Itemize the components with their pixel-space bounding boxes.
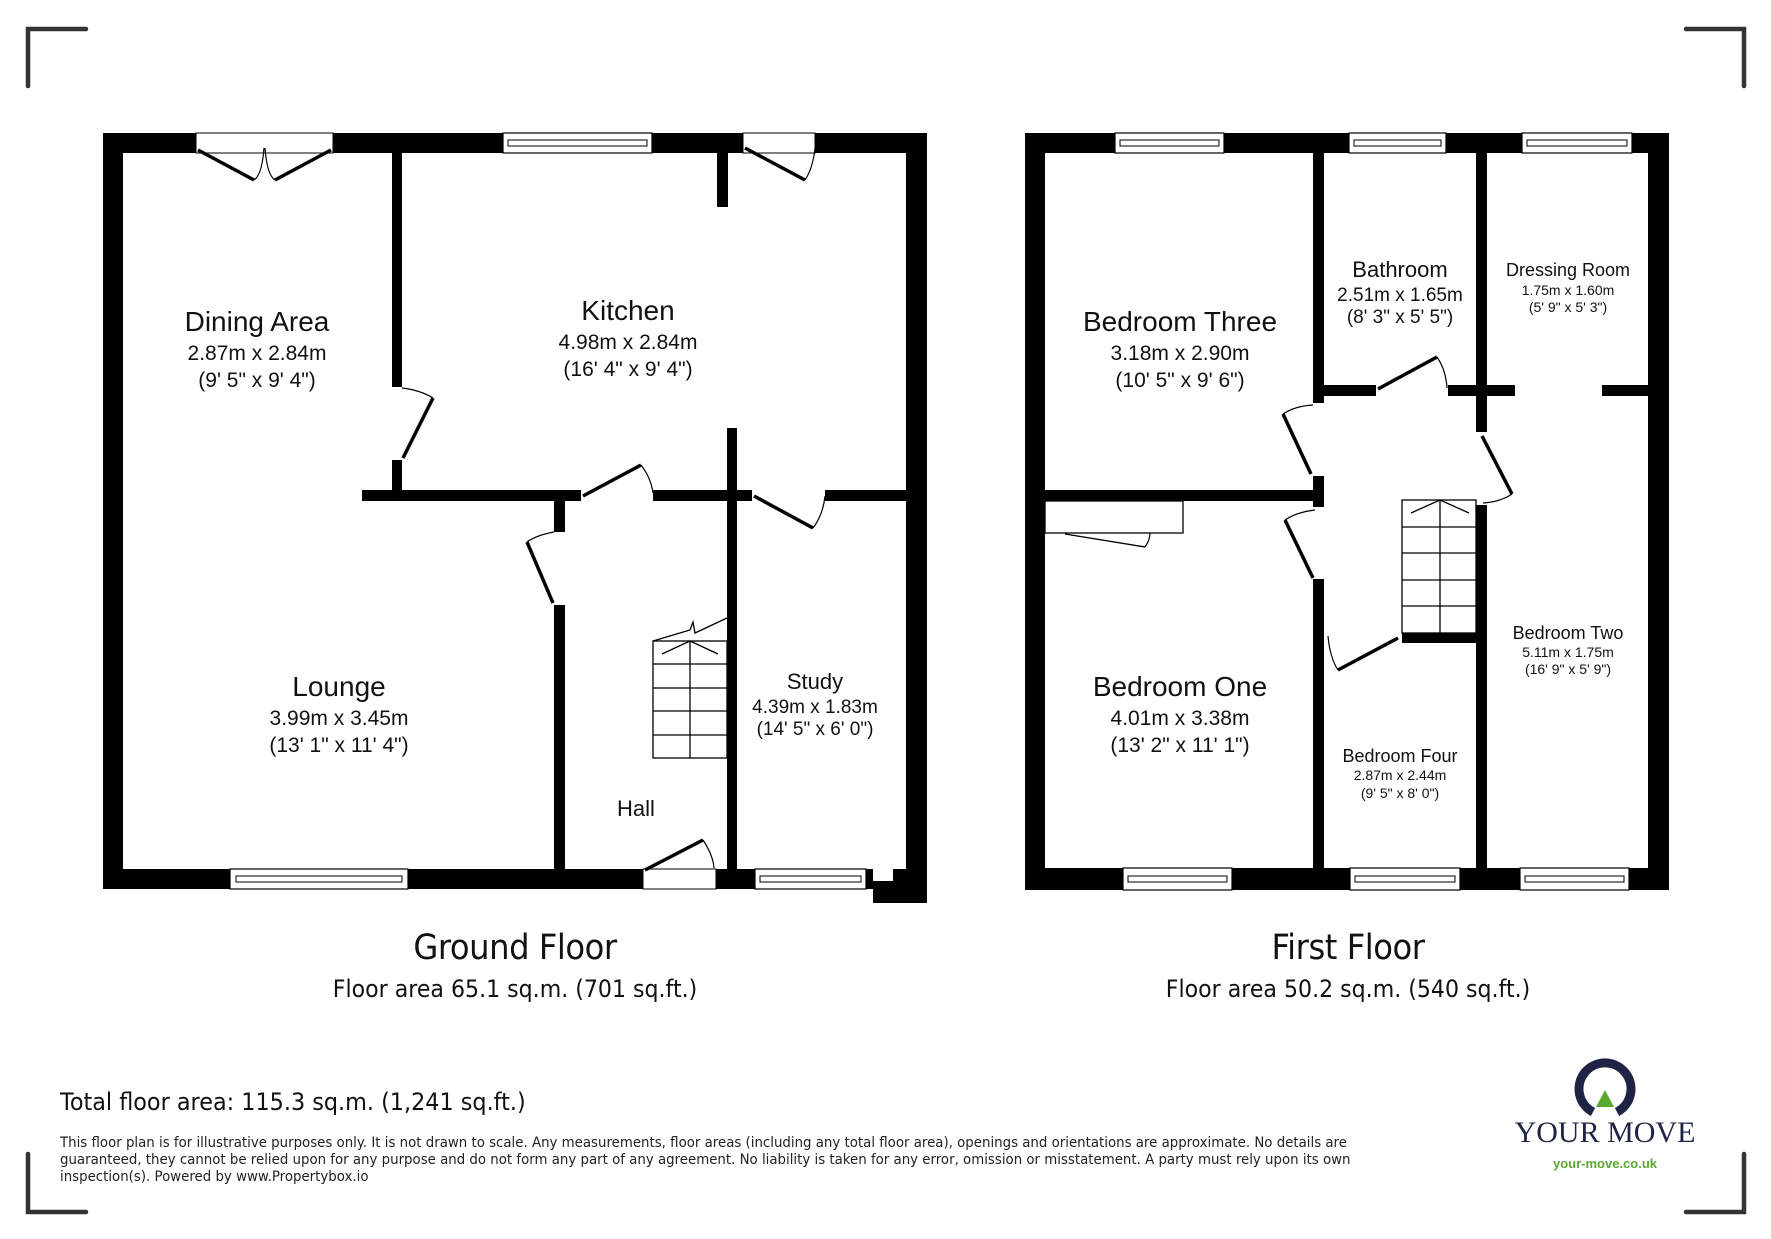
front-door-opening: [642, 868, 717, 890]
corner-bracket-top-left: [25, 26, 89, 89]
your-move-logo: YOUR MOVE your-move.co.uk: [1505, 1050, 1705, 1171]
bedroom-one-window: [1122, 867, 1233, 891]
room-dimensions-metric: 4.01m x 3.38m: [1111, 707, 1250, 730]
corner-brackets: [25, 26, 1747, 1215]
room-dimensions-imperial: (13' 2" x 11' 1"): [1110, 734, 1249, 757]
room-dimensions-metric: 5.11m x 1.75m: [1522, 644, 1614, 660]
room-dimensions-metric: 3.99m x 3.45m: [270, 707, 409, 730]
door-icons: [197, 146, 826, 872]
room-dimensions-imperial: (14' 5" x 6' 0"): [757, 719, 874, 740]
ground-floor-stairs: [652, 617, 728, 759]
ground-floor-title: Ground Floor: [413, 928, 617, 968]
room-dimensions-imperial: (5' 9" x 5' 3"): [1529, 299, 1607, 315]
kitchen-back-door-opening: [742, 132, 816, 154]
first-floor-title: First Floor: [1271, 928, 1425, 968]
wardrobe: [1044, 500, 1184, 534]
first-floor-stairs: [1401, 499, 1477, 634]
your-move-logo-icon: [1574, 1058, 1636, 1116]
study-window: [754, 868, 867, 890]
bedroom-two-window: [1519, 867, 1630, 891]
room-name-dining-area: Dining Area: [185, 306, 330, 337]
room-dimensions-metric: 2.87m x 2.84m: [188, 342, 327, 365]
room-dimensions-imperial: (10' 5" x 9' 6"): [1115, 369, 1244, 392]
corner-bracket-top-right: [1683, 26, 1747, 89]
ground-floor-area: Floor area 65.1 sq.m. (701 sq.ft.): [332, 975, 698, 1003]
room-dimensions-imperial: (9' 5" x 9' 4"): [198, 369, 315, 392]
room-dimensions-imperial: (16' 4" x 9' 4"): [563, 358, 692, 381]
total-floor-area: Total floor area: 115.3 sq.m. (1,241 sq.…: [60, 1088, 526, 1116]
room-dimensions-imperial: (9' 5" x 8' 0"): [1361, 785, 1439, 801]
room-name-hall: Hall: [617, 796, 655, 821]
room-name-bedroom-four: Bedroom Four: [1342, 746, 1457, 766]
room-dimensions-metric: 2.87m x 2.44m: [1354, 767, 1447, 783]
room-name-bathroom: Bathroom: [1352, 257, 1447, 282]
room-name-dressing-room: Dressing Room: [1506, 260, 1630, 280]
room-dimensions-metric: 4.39m x 1.83m: [752, 697, 878, 718]
corner-bracket-bottom-left: [25, 1151, 89, 1215]
disclaimer-text: This floor plan is for illustrative purp…: [60, 1135, 1351, 1185]
dining-double-door-opening: [195, 132, 334, 154]
room-dimensions-metric: 4.98m x 2.84m: [559, 331, 698, 354]
dressing-room-window: [1521, 132, 1633, 154]
first-floor-plan: Bedroom Three 3.18m x 2.90m (10' 5" x 9'…: [1025, 132, 1669, 891]
corner-bracket-bottom-right: [1683, 1151, 1747, 1215]
room-name-bedroom-one: Bedroom One: [1093, 671, 1267, 702]
room-dimensions-imperial: (16' 9" x 5' 9"): [1525, 661, 1611, 677]
first-floor-area: Floor area 50.2 sq.m. (540 sq.ft.): [1165, 975, 1531, 1003]
logo-url: your-move.co.uk: [1552, 1156, 1658, 1171]
door-icons: [1281, 355, 1514, 672]
room-name-study: Study: [787, 669, 843, 694]
room-dimensions-metric: 3.18m x 2.90m: [1111, 342, 1250, 365]
bathroom-window: [1348, 132, 1447, 154]
room-name-lounge: Lounge: [292, 671, 385, 702]
bedroom-three-window: [1114, 132, 1225, 154]
room-dimensions-metric: 2.51m x 1.65m: [1337, 285, 1463, 306]
ground-floor-plan: Dining Area 2.87m x 2.84m (9' 5" x 9' 4"…: [103, 132, 927, 903]
kitchen-window: [502, 132, 653, 154]
lounge-window: [229, 868, 409, 890]
room-name-bedroom-two: Bedroom Two: [1513, 623, 1624, 643]
room-name-bedroom-three: Bedroom Three: [1083, 306, 1277, 337]
logo-wordmark: YOUR MOVE: [1514, 1116, 1696, 1149]
room-name-kitchen: Kitchen: [581, 295, 674, 326]
room-dimensions-metric: 1.75m x 1.60m: [1522, 282, 1615, 298]
room-dimensions-imperial: (13' 1" x 11' 4"): [269, 734, 408, 757]
room-dimensions-imperial: (8' 3" x 5' 5"): [1347, 307, 1453, 328]
bedroom-four-window: [1349, 867, 1461, 891]
